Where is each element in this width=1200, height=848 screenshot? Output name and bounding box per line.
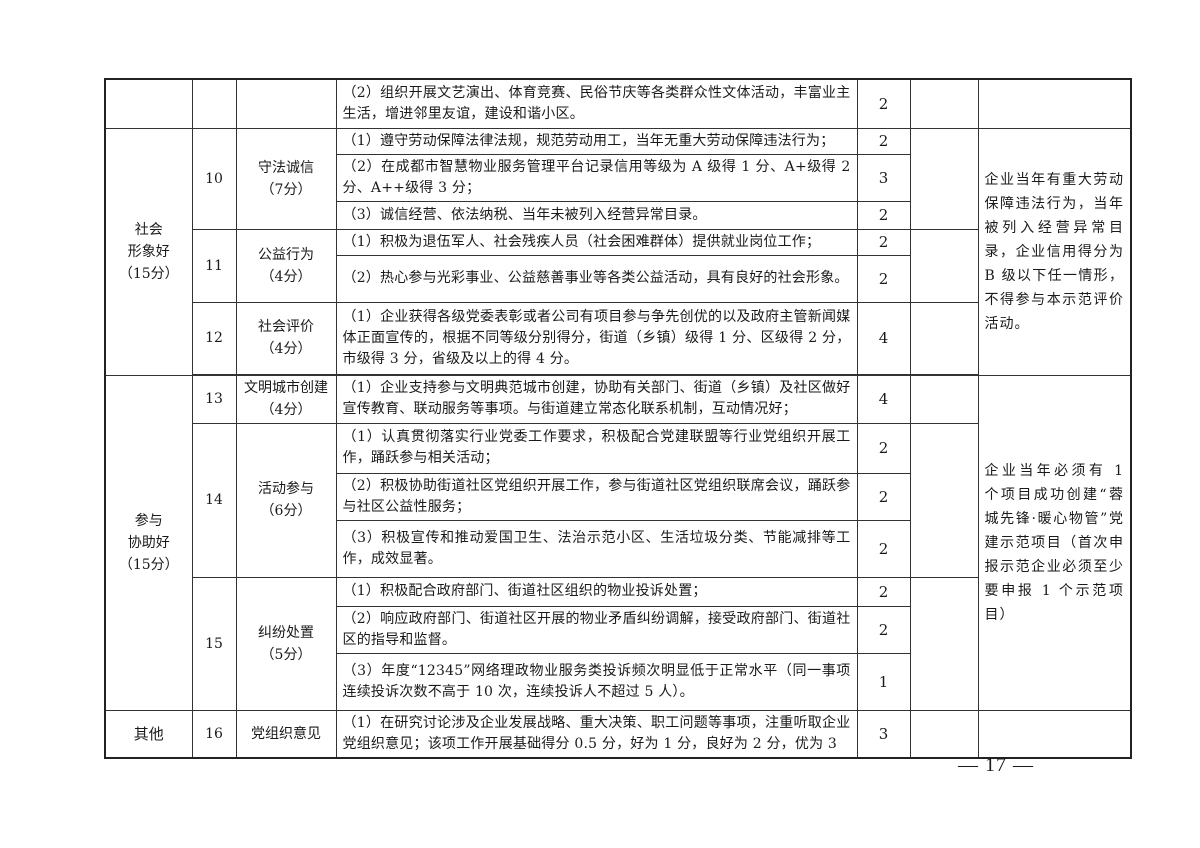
item-number: 13 [191,374,237,424]
item-name-label: 纠纷处置 [258,624,314,641]
score-value: 2 [856,576,911,607]
self-score-cell [909,78,979,129]
page-number: — 17 — [958,754,1034,776]
self-score-cell [909,301,979,375]
item-name-label: 活动参与 [258,481,314,497]
item-name: 党组织意见 [235,709,337,759]
self-score-cell [909,228,979,303]
criteria-text: （1）遵守劳动保障法律法规，规范劳动用工，当年无重大劳动保障违法行为； [335,127,858,155]
score-value: 2 [856,127,911,155]
table-row: 11 公益行为 （4分） （1）积极为退伍军人、社会残疾人员（社会困难群体）提供… [105,228,1131,303]
item-name-cell [235,78,337,129]
score-value: 2 [856,472,911,521]
item-points: （4分） [260,341,312,357]
item-name: 社会评价 （4分） [235,301,337,375]
criteria-text: （1）企业获得各级党委表彰或者公司有项目参与争先创优的以及政府主管新闻媒体正面宣… [335,301,858,375]
criteria-text: （3）诚信经营、依法纳税、当年未被列入经营异常目录。 [335,200,858,230]
score-value: 2 [856,254,911,303]
item-name: 活动参与 （6分） [235,422,337,578]
item-number: 11 [191,228,237,303]
table-row: （2）组织开展文艺演出、体育竞赛、民俗节庆等各类群众性文体活动，丰富业主生活，增… [104,78,1132,129]
criteria-text: （1）积极为退伍军人、社会残疾人员（社会困难群体）提供就业岗位工作； [335,228,858,256]
table-row: 15 纠纷处置 （5分） （1）积极配合政府部门、街道社区组织的物业投诉处置； … [105,576,1131,711]
self-score-cell [909,127,979,230]
table-row: （2）热心参与光彩事业、公益慈善事业等各类公益活动，具有良好的社会形象。 2 [105,254,1131,303]
criteria-text: （3）年度“12345”网络理政物业服务类投诉频次明显低于正常水平（同一事项连续… [335,652,858,711]
category-label: 社会 [134,221,163,238]
table-row: （3）年度“12345”网络理政物业服务类投诉频次明显低于正常水平（同一事项连续… [105,652,1131,711]
item-points: （4分） [260,402,312,418]
item-number: 16 [191,709,237,759]
category-label: 参与 [134,512,163,529]
item-points: （5分） [260,646,312,663]
score-value: 2 [856,200,911,230]
criteria-text: （2）积极协助街道社区党组织开展工作，参与街道社区党组织联席会议，踊跃参与社区公… [335,472,858,521]
table-row: 其他 16 党组织意见 （1）在研究讨论涉及企业发展战略、重大决策、职工问题等事… [104,709,1132,759]
score-value: 2 [856,422,911,474]
item-name-label: 守法诚信 [258,159,314,176]
item-name: 公益行为 （4分） [235,228,337,303]
category-points: （15分） [118,556,179,573]
item-name: 守法诚信 （7分） [235,127,337,230]
remark-participation: 企业当年必须有 1 个项目成功创建“蓉城先锋·暖心物管”党建示范项目（首次申报示… [977,374,1132,711]
score-value: 2 [856,228,911,256]
criteria-text: （1）企业支持参与文明典范城市创建，协助有关部门、街道（乡镇）及社区做好宣传教育… [335,374,858,424]
score-value: 1 [856,652,911,711]
self-score-cell [909,576,979,711]
item-name-label: 文明城市创建 [244,380,328,396]
table-row: 14 活动参与 （6分） （1）认真贯彻落实行业党委工作要求，积极配合党建联盟等… [105,422,1131,578]
category-participation: 参与 协助好 （15分） [104,374,193,711]
score-value: 3 [856,709,911,759]
item-number: 15 [191,576,237,711]
item-name: 文明城市创建 （4分） [235,374,337,424]
criteria-text: （2）响应政府部门、街道社区开展的物业矛盾纠纷调解，接受政府部门、街道社区的指导… [335,605,858,654]
category-cell [104,78,193,129]
score-value: 4 [856,374,911,424]
score-value: 3 [856,153,911,202]
criteria-text: （3）积极宣传和推动爱国卫生、法治示范小区、生活垃圾分类、节能减排等工作，成效显… [335,519,858,578]
category-points: （15分） [118,265,179,282]
item-name-label: 公益行为 [258,246,314,263]
table-row: （3）诚信经营、依法纳税、当年未被列入经营异常目录。 2 [105,200,1131,230]
item-number: 14 [191,422,237,578]
category-label: 协助好 [127,534,170,551]
table-row: 参与 协助好 （15分） 13 文明城市创建 （4分） （1）企业支持参与文明典… [104,374,1132,711]
criteria-text: （2）在成都市智慧物业服务管理平台记录信用等级为 A 级得 1 分、A+级得 2… [335,153,858,202]
table-row: 12 社会评价 （4分） （1）企业获得各级党委表彰或者公司有项目参与争先创优的… [105,301,1131,375]
item-points: （4分） [260,268,312,285]
self-score-cell [909,374,979,424]
self-score-cell [909,709,979,759]
item-number: 12 [191,301,237,375]
table-row: （2）在成都市智慧物业服务管理平台记录信用等级为 A 级得 1 分、A+级得 2… [105,153,1131,202]
criteria-text: （1）积极配合政府部门、街道社区组织的物业投诉处置； [335,576,858,607]
category-label: 形象好 [127,243,170,260]
criteria-text: （1）认真贯彻落实行业党委工作要求，积极配合党建联盟等行业党组织开展工作，踊跃参… [335,422,858,474]
score-value: 2 [856,605,911,654]
item-name: 纠纷处置 （5分） [235,576,337,711]
table-row: （2）响应政府部门、街道社区开展的物业矛盾纠纷调解，接受政府部门、街道社区的指导… [105,605,1131,654]
item-number: 10 [191,127,237,230]
table-row: （2）积极协助街道社区党组织开展工作，参与街道社区党组织联席会议，踊跃参与社区公… [105,472,1131,521]
score-value: 2 [856,519,911,578]
self-score-cell [909,422,979,578]
criteria-text: （2）热心参与光彩事业、公益慈善事业等各类公益活动，具有良好的社会形象。 [335,254,858,303]
item-points: （6分） [260,503,312,519]
remark-cell [977,78,1132,129]
item-number-cell [191,78,237,129]
score-value: 2 [856,78,911,129]
category-social-image: 社会 形象好 （15分） [104,127,193,376]
item-name-label: 社会评价 [258,319,314,335]
item-points: （7分） [260,181,312,198]
category-other: 其他 [104,709,193,759]
criteria-text: （2）组织开展文艺演出、体育竞赛、民俗节庆等各类群众性文体活动，丰富业主生活，增… [335,78,858,129]
remark-cell [977,709,1132,759]
table-row: 社会 形象好 （15分） 10 守法诚信 （7分） （1）遵守劳动保障法律法规，… [104,127,1132,376]
scoring-table: （2）组织开展文艺演出、体育竞赛、民俗节庆等各类群众性文体活动，丰富业主生活，增… [104,78,1132,759]
criteria-text: （1）在研究讨论涉及企业发展战略、重大决策、职工问题等事项，注重听取企业党组织意… [335,709,858,759]
remark-social: 企业当年有重大劳动保障违法行为，当年被列入经营异常目录，企业信用得分为 B 级以… [977,127,1132,376]
score-value: 4 [856,301,911,375]
